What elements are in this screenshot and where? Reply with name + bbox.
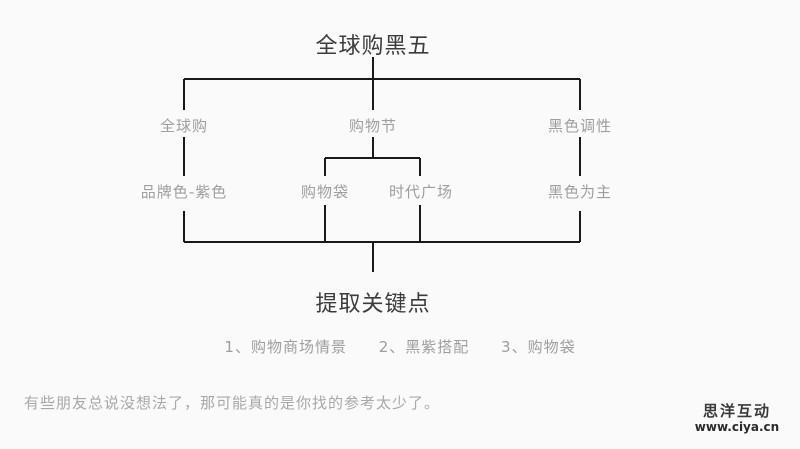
root-label: 全球购黑五 bbox=[315, 34, 431, 59]
keypoint-item-3: 3、购物袋 bbox=[501, 338, 576, 356]
diagram-root-title: 全球购黑五 bbox=[315, 28, 430, 60]
leaf-node-1-label: 品牌色-紫色 bbox=[140, 183, 228, 201]
branch-node-3: 黑色调性 bbox=[548, 115, 612, 136]
keypoints-list: 1、购物商场情景 2、黑紫搭配 3、购物袋 bbox=[224, 336, 575, 357]
leaf-node-4-label: 黑色为主 bbox=[547, 183, 613, 201]
watermark-url: www.ciya.cn bbox=[694, 420, 780, 434]
leaf-node-3-label: 时代广场 bbox=[388, 183, 454, 201]
leaf-node-4: 黑色为主 bbox=[548, 181, 612, 202]
watermark-name: 思洋互动 bbox=[702, 402, 771, 420]
diagram-summary-title: 提取关键点 bbox=[315, 286, 430, 318]
branch-node-3-label: 黑色调性 bbox=[547, 117, 613, 135]
watermark: 思洋互动 www.ciya.cn bbox=[684, 402, 790, 434]
branch-node-1-label: 全球购 bbox=[159, 117, 209, 135]
summary-label: 提取关键点 bbox=[315, 292, 431, 317]
keypoint-item-1: 1、购物商场情景 bbox=[224, 338, 347, 356]
leaf-node-2-label: 购物袋 bbox=[300, 183, 350, 201]
footnote-text: 有些朋友总说没想法了，那可能真的是你找的参考太少了。 bbox=[24, 394, 441, 412]
keypoint-item-2: 2、黑紫搭配 bbox=[378, 338, 470, 356]
branch-node-2: 购物节 bbox=[349, 115, 397, 136]
leaf-node-1: 品牌色-紫色 bbox=[141, 181, 227, 202]
branch-node-2-label: 购物节 bbox=[348, 117, 398, 135]
leaf-node-3: 时代广场 bbox=[389, 181, 453, 202]
branch-node-1: 全球购 bbox=[160, 115, 208, 136]
leaf-node-2: 购物袋 bbox=[301, 181, 349, 202]
